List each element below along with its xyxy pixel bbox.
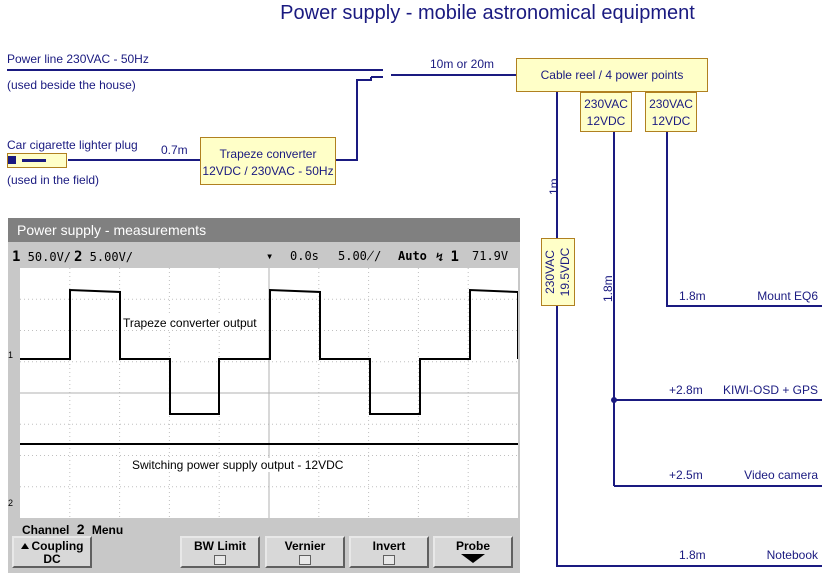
device-length-kiwi: +2.8m (669, 383, 703, 397)
softkey-vernier[interactable]: Vernier (265, 536, 345, 568)
ch2-marker: 2 (8, 498, 14, 508)
adapter-box-mount: 230VAC 12VDC (645, 92, 697, 132)
softkey-probe-label: Probe (455, 539, 490, 553)
adapter-mount-line2: 12VDC (651, 114, 691, 128)
scope-graticule (20, 268, 519, 518)
oscilloscope-panel: Power supply - measurements 1 50.0V/ 2 5… (8, 218, 520, 573)
wire-converter-output (336, 77, 372, 161)
vernier-checkbox[interactable] (299, 555, 311, 565)
adapter-camera-line2: 12VDC (586, 114, 626, 128)
device-length-mount: 1.8m (679, 289, 706, 303)
adapter-box-camera: 230VAC 12VDC (580, 92, 632, 132)
trigger-channel: 1 (450, 249, 459, 265)
trapeze-converter-box: Trapeze converter 12VDC / 230VAC - 50Hz (200, 137, 336, 185)
channel-menu-label: Channel 2 Menu (22, 521, 123, 537)
softkey-coupling-value: DC (43, 552, 61, 566)
menu-word: Menu (91, 523, 124, 537)
device-name-kiwi: KIWI-OSD + GPS (722, 383, 818, 397)
camera-lead-length-wrap: 1.8m (596, 275, 620, 302)
notebook-adapter-line2: 19.5VDC (558, 247, 572, 297)
wire-mount (666, 132, 822, 307)
time-offset: 0.0s (290, 249, 319, 263)
notebook-adapter-line1: 230VAC (543, 250, 557, 294)
ch1-marker: 1 (8, 350, 14, 360)
trigger-status: ↯ 1 (436, 249, 459, 265)
page-title: Power supply - mobile astronomical equip… (280, 2, 695, 24)
softkey-coupling-label: Coupling (31, 539, 84, 553)
cable-reel-label: Cable reel / 4 power points (540, 68, 684, 82)
reel-to-adapter-length: 1m (547, 178, 561, 195)
device-name-camera: Video camera (744, 468, 818, 482)
wire-notebook (556, 306, 822, 567)
trigger-level: 71.9V (472, 249, 509, 263)
menu-channel-number: 2 (76, 521, 85, 537)
ch2-number: 2 (74, 249, 83, 265)
adapter-mount-line1: 230VAC (649, 97, 693, 111)
ch2-scale: 5.00V/ (89, 250, 134, 264)
trigger-mode: Auto (398, 249, 427, 263)
ch1-number: 1 (12, 249, 21, 265)
trigger-position-icon: ▾ (266, 249, 274, 263)
power-line-note: (used beside the house) (7, 78, 136, 92)
bw-limit-checkbox[interactable] (214, 555, 226, 565)
notebook-adapter-box: 230VAC 19.5VDC (541, 238, 575, 306)
trace2-label: Switching power supply output - 12VDC (132, 458, 344, 472)
scope-title: Power supply - measurements (8, 218, 520, 242)
reel-cable-length: 10m or 20m (430, 57, 495, 71)
scope-screen: Trapeze converter output Switching power… (20, 268, 519, 518)
car-plug-label: Car cigarette lighter plug (7, 138, 138, 152)
ch1-scale: 50.0V/ (27, 250, 72, 264)
softkey-invert-label: Invert (372, 539, 406, 553)
device-length-notebook: 1.8m (679, 548, 706, 562)
device-name-notebook: Notebook (766, 548, 818, 562)
trigger-edge-icon: ↯ (436, 250, 444, 264)
softkey-probe[interactable]: Probe (433, 536, 513, 568)
coupling-up-icon (20, 543, 29, 549)
softkey-coupling[interactable]: Coupling DC (12, 536, 92, 568)
ch1-status: 1 50.0V/ (12, 249, 71, 265)
cable-reel-box: Cable reel / 4 power points (516, 58, 708, 92)
invert-checkbox[interactable] (383, 555, 395, 565)
trace1-label: Trapeze converter output (123, 316, 257, 330)
car-cable-length: 0.7m (161, 143, 188, 157)
ch2-status: 2 5.00V/ (74, 249, 133, 265)
converter-line1: Trapeze converter (219, 147, 317, 161)
car-plug-icon (7, 153, 67, 168)
device-length-camera: +2.5m (669, 468, 703, 482)
time-base: 5.00̸/ (338, 249, 382, 263)
adapter-camera-line1: 230VAC (584, 97, 628, 111)
probe-down-arrow-icon (461, 554, 485, 563)
power-line-label: Power line 230VAC - 50Hz (7, 52, 149, 66)
menu-channel-word: Channel (22, 523, 70, 537)
softkey-bw-limit[interactable]: BW Limit (180, 536, 260, 568)
converter-line2: 12VDC / 230VAC - 50Hz (202, 164, 334, 178)
softkey-vernier-label: Vernier (284, 539, 326, 553)
camera-lead-length: 1.8m (601, 275, 615, 302)
car-plug-note: (used in the field) (7, 173, 100, 187)
softkey-bw-limit-label: BW Limit (194, 539, 246, 553)
trace-converter-output (20, 288, 519, 415)
softkey-invert[interactable]: Invert (349, 536, 429, 568)
reel-to-adapter-length-wrap: 1m (547, 178, 561, 196)
device-name-mount: Mount EQ6 (757, 289, 818, 303)
wire-junction (611, 397, 617, 403)
